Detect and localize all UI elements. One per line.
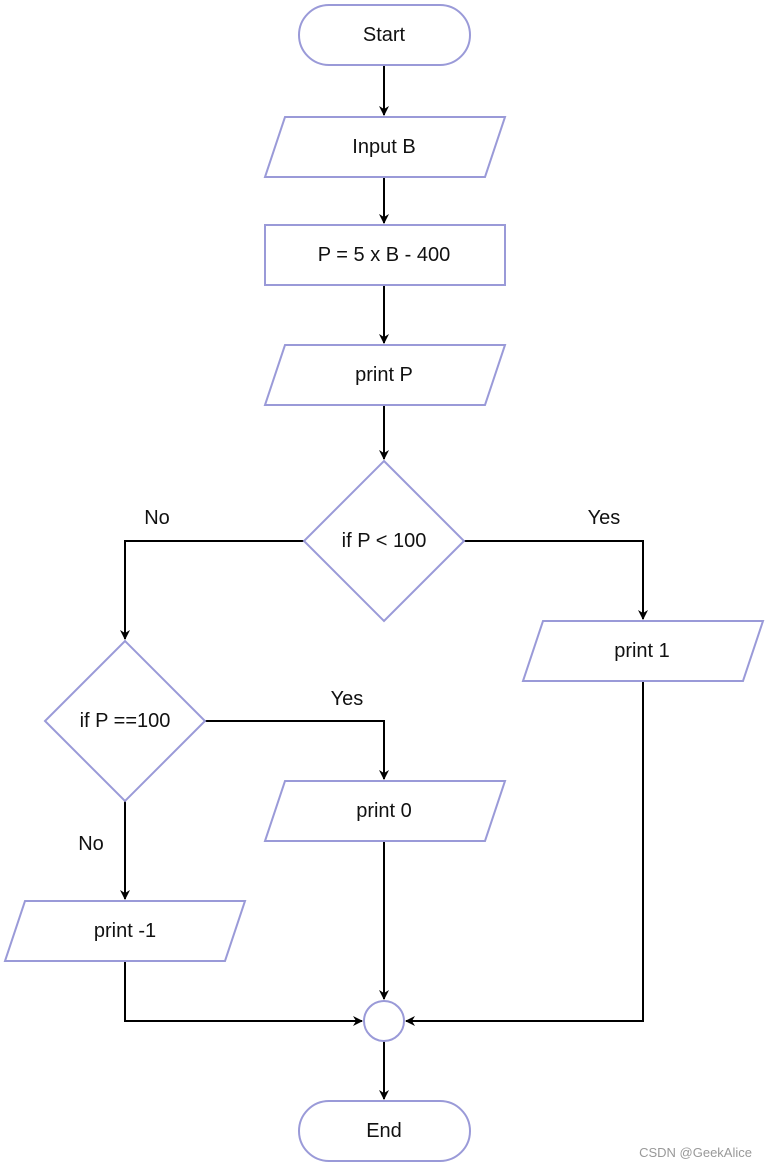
edge-printneg1-join — [124, 961, 363, 1026]
edge-label-d2-yes: Yes — [331, 688, 364, 710]
node-print-1-label: print 1 — [614, 640, 670, 662]
node-start: Start — [298, 4, 471, 66]
node-compute: P = 5 x B - 400 — [264, 224, 506, 286]
node-input-label: Input B — [352, 136, 415, 158]
watermark: CSDN @GeekAlice — [639, 1145, 752, 1160]
node-print-1: print 1 — [521, 620, 765, 682]
node-decision1-label: if P < 100 — [342, 530, 427, 552]
edge-decision2-yes — [205, 720, 389, 780]
node-end-label: End — [366, 1120, 402, 1142]
node-print-0-label: print 0 — [356, 800, 412, 822]
node-join — [363, 1000, 405, 1042]
edge-label-d1-yes: Yes — [588, 507, 621, 529]
node-decision1: if P < 100 — [302, 459, 466, 623]
node-compute-label: P = 5 x B - 400 — [318, 244, 451, 266]
node-print-p-label: print P — [355, 364, 413, 386]
edge-label-d2-no: No — [78, 833, 104, 855]
edge-decision1-no — [120, 540, 304, 640]
node-start-label: Start — [363, 24, 406, 46]
edges — [120, 65, 648, 1100]
node-print-neg1-label: print -1 — [94, 920, 156, 942]
node-print-neg1: print -1 — [3, 900, 247, 962]
edge-label-d1-no: No — [144, 507, 170, 529]
node-decision2-label: if P ==100 — [80, 710, 171, 732]
node-decision2: if P ==100 — [43, 639, 207, 803]
edge-print1-join — [405, 681, 644, 1026]
node-print-0: print 0 — [263, 780, 507, 842]
node-input: Input B — [263, 116, 507, 178]
node-end: End — [298, 1100, 471, 1162]
edge-decision1-yes — [464, 540, 648, 620]
node-print-p: print P — [263, 344, 507, 406]
